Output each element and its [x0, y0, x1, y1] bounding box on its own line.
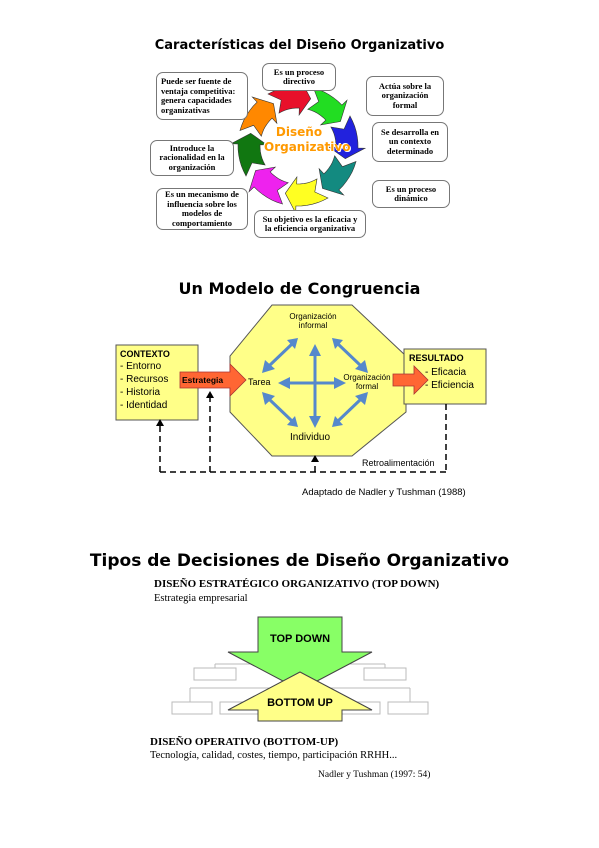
section2-title: Un Modelo de Congruencia	[178, 279, 421, 298]
bubble-racionalidad: Introduce la racionalidad en la organiza…	[150, 140, 234, 176]
bubble-proceso-dinamico: Es un proceso dinámico	[372, 180, 450, 208]
wheel-center-label: Diseño Organizativo	[264, 125, 351, 155]
context-list: - Entorno - Recursos - Historia - Identi…	[120, 360, 168, 412]
strategic-sub: Estrategia empresarial	[154, 593, 248, 604]
feedback-label: Retroalimentación	[362, 458, 435, 468]
wheel-arrow-green	[307, 87, 348, 126]
congruence-source: Adaptado de Nadler y Tushman (1988)	[302, 487, 466, 498]
context-title: CONTEXTO	[120, 349, 170, 359]
section3-title: Tipos de Decisiones de Diseño Organizati…	[89, 551, 510, 571]
arrow-individuo-formal	[336, 398, 362, 423]
result-item-eficacia: - Eficacia	[425, 367, 467, 378]
result-list: - Eficacia - Eficiencia	[425, 366, 474, 392]
wheel-arrow-blue	[328, 115, 367, 160]
arrow-informal-formal	[336, 342, 362, 367]
wheel-arrow-magenta	[248, 166, 289, 205]
context-item-recursos: - Recursos	[120, 374, 169, 385]
strategy-arrow	[179, 363, 247, 397]
arrow-tarea-individuo	[268, 398, 294, 423]
bottom-up-arrow	[227, 671, 373, 722]
informal-org-label: Organización informal	[278, 312, 348, 330]
operative-heading: DISEÑO OPERATIVO (BOTTOM-UP)	[150, 736, 339, 748]
strategy-label: Estrategia	[182, 375, 224, 385]
informal-line2: informal	[298, 321, 328, 330]
formal-line2: formal	[355, 382, 379, 391]
top-down-arrow	[227, 616, 373, 691]
wheel-arrow-teal	[318, 155, 357, 196]
wheel-arrow-darkgreen	[229, 132, 268, 177]
formal-org-label: Organización formal	[339, 373, 395, 391]
strategic-heading: DISEÑO ESTRATÉGICO ORGANIZATIVO (TOP DOW…	[154, 578, 440, 590]
bubble-proceso-directivo: Es un proceso directivo	[262, 63, 336, 91]
org-chart-boxes	[171, 667, 429, 715]
bubble-organizacion-formal: Actúa sobre la organización formal	[366, 76, 444, 116]
result-title: RESULTADO	[409, 353, 464, 363]
wheel-center-line2: Organizativo	[264, 140, 351, 154]
context-item-entorno: - Entorno	[120, 361, 162, 372]
individual-label: Individuo	[290, 432, 331, 443]
output-arrow	[392, 365, 429, 395]
bubble-eficacia: Su objetivo es la eficacia y la eficienc…	[254, 210, 366, 238]
formal-line1: Organización	[343, 373, 391, 382]
top-down-label: TOP DOWN	[269, 633, 331, 645]
arrow-tarea-informal	[268, 342, 294, 367]
congruence-arrows	[262, 338, 368, 428]
context-item-historia: - Historia	[120, 387, 161, 398]
feedback-arrowheads	[156, 391, 319, 462]
wheel-arrow-yellow	[284, 176, 329, 215]
decision-source: Nadler y Tushman (1997: 54)	[318, 770, 431, 780]
context-item-identidad: - Identidad	[120, 400, 168, 411]
wheel-center-line1: Diseño	[275, 125, 323, 139]
result-item-eficiencia: - Eficiencia	[425, 380, 474, 391]
bottom-up-label: BOTTOM UP	[267, 697, 333, 709]
bubble-ventaja-competitiva: Puede ser fuente de ventaja competitiva:…	[156, 72, 248, 120]
task-label: Tarea	[248, 377, 271, 387]
bubble-comportamiento: Es un mecanismo de influencia sobre los …	[156, 188, 248, 230]
operative-sub: Tecnología, calidad, costes, tiempo, par…	[150, 750, 398, 761]
informal-line1: Organización	[289, 312, 337, 321]
bubble-contexto: Se desarrolla en un contexto determinado	[372, 122, 448, 162]
wheel-center	[268, 116, 328, 176]
section1-title: Características del Diseño Organizativo	[154, 38, 445, 53]
